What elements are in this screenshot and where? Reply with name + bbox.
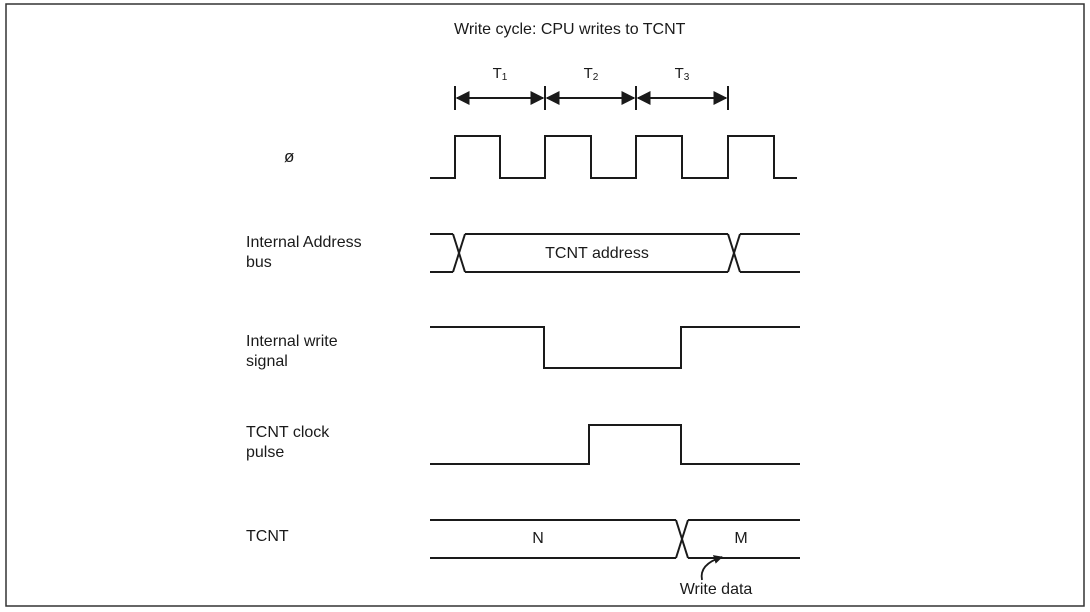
phase-label-t2: T2 — [583, 65, 599, 83]
signal-label-clock-line1: TCNT clock — [246, 424, 330, 441]
figure-frame — [5, 3, 1085, 607]
address-bus-value: TCNT address — [545, 245, 649, 262]
diagram-title: Write cycle: CPU writes to TCNT — [454, 21, 686, 38]
write-data-annotation: Write data — [679, 581, 753, 598]
phase-label-t3: T3 — [674, 65, 690, 83]
tcnt-old-value: N — [532, 530, 544, 547]
tcnt-new-value: M — [734, 530, 748, 547]
tcnt-waveform — [430, 519, 800, 559]
phi-clock-waveform — [430, 135, 797, 179]
signal-label-write-line1: Internal write — [246, 333, 338, 350]
phase-markers — [454, 86, 729, 110]
write-signal-waveform — [430, 326, 800, 369]
signal-label-address-line2: bus — [246, 254, 272, 271]
signal-label-phi: ø — [284, 147, 295, 166]
signal-label-tcnt: TCNT — [246, 528, 289, 545]
address-bus-waveform — [430, 233, 800, 273]
signal-label-clock-line2: pulse — [246, 444, 285, 461]
write-data-arrow — [700, 555, 723, 581]
signal-label-address-line1: Internal Address — [246, 234, 362, 251]
clock-pulse-waveform — [430, 424, 800, 465]
phase-label-t1: T1 — [492, 65, 508, 83]
signal-label-write-line2: signal — [246, 353, 288, 370]
